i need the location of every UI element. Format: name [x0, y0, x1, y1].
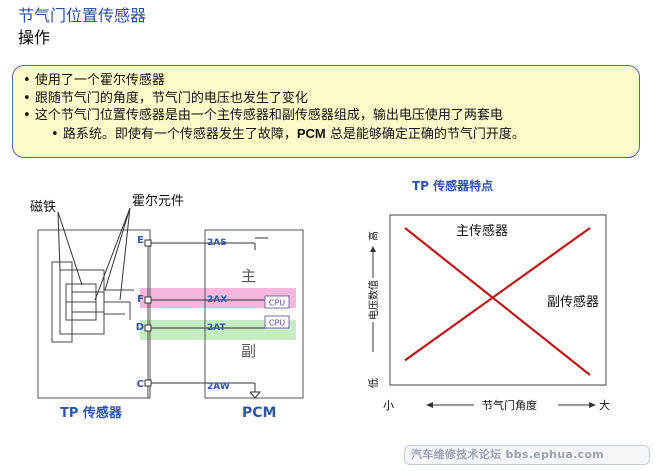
hall-element-label: 霍尔元件 — [132, 194, 184, 209]
series-line-sub — [404, 227, 591, 376]
terminal-2as: 2AS — [207, 238, 227, 248]
y-arrow-up-head — [370, 246, 376, 252]
bullet-4-pcm: PCM — [296, 125, 326, 141]
chart-title: TP 传感器特点 — [412, 178, 493, 193]
series-label-main: 主传感器 — [456, 223, 508, 239]
tp-sensor-caption: TP 传感器 — [60, 405, 123, 421]
cpu-label-main: CPU — [269, 299, 285, 308]
series-label-sub: 副传感器 — [547, 294, 599, 310]
info-box: 使用了一个霍尔传感器 跟随节气门的角度，节气门的电压也发生了变化 这个节气门位置… — [12, 65, 640, 158]
page-subtitle: 操作 — [18, 28, 51, 47]
page-title: 节气门位置传感器 — [18, 6, 147, 25]
cpu-label-sub: CPU — [269, 319, 285, 328]
cpu-chip-main — [264, 295, 290, 309]
sub-label: 副 — [241, 342, 256, 360]
x-axis-label: 节气门角度 — [482, 398, 537, 412]
bullet-2: 跟随节气门的角度，节气门的电压也发生了变化 — [23, 90, 629, 108]
y-high-label: 高 — [367, 231, 380, 241]
pcm-caption: PCM — [242, 405, 276, 421]
cpu-chip-sub — [264, 315, 290, 329]
main-band — [140, 288, 296, 308]
series-layer — [404, 227, 591, 376]
x-high-label: 大 — [599, 398, 610, 412]
y-axis-label: 电压数值 — [367, 280, 380, 320]
bullet-1: 使用了一个霍尔传感器 — [23, 72, 629, 90]
pin-c: C — [137, 379, 144, 390]
bullet-4-tail: 总是能够确定正确的节气门开度。 — [325, 126, 525, 142]
y-low-label: 低 — [367, 378, 380, 388]
terminal-2at: 2AT — [207, 323, 227, 333]
pin-f: F — [137, 294, 144, 305]
chart-frame — [389, 214, 607, 386]
pin-d: D — [136, 322, 144, 333]
magnet-label: 磁铁 — [30, 200, 56, 215]
bullet-4: 路系统。即使有一个传感器发生了故障，PCM 总是能够确定正确的节气门开度。 — [23, 125, 629, 144]
tp-sensor-box — [37, 229, 151, 399]
main-label: 主 — [241, 267, 256, 285]
bullet-4-text: 路系统。即使有一个传感器发生了故障， — [62, 126, 297, 142]
magnet-assembly — [51, 261, 134, 343]
pcm-box — [204, 229, 304, 399]
x-arrow-right-head — [589, 402, 596, 408]
watermark: 汽车维修技术论坛 bbs.ephua.com — [404, 445, 650, 465]
x-arrow-left-head — [426, 402, 433, 408]
label-leaders — [57, 207, 131, 301]
terminal-2aw: 2AW — [207, 382, 230, 392]
pin-e: E — [137, 235, 144, 246]
terminal-2ax: 2AX — [207, 295, 227, 305]
wires — [148, 237, 268, 399]
bullet-3: 这个节气门位置传感器是由一个主传感器和副传感器组成，输出电压使用了两套电 — [23, 107, 629, 125]
series-line-main — [404, 227, 591, 362]
x-low-label: 小 — [383, 399, 394, 412]
sub-band — [140, 320, 296, 340]
pin-markers — [144, 239, 152, 387]
